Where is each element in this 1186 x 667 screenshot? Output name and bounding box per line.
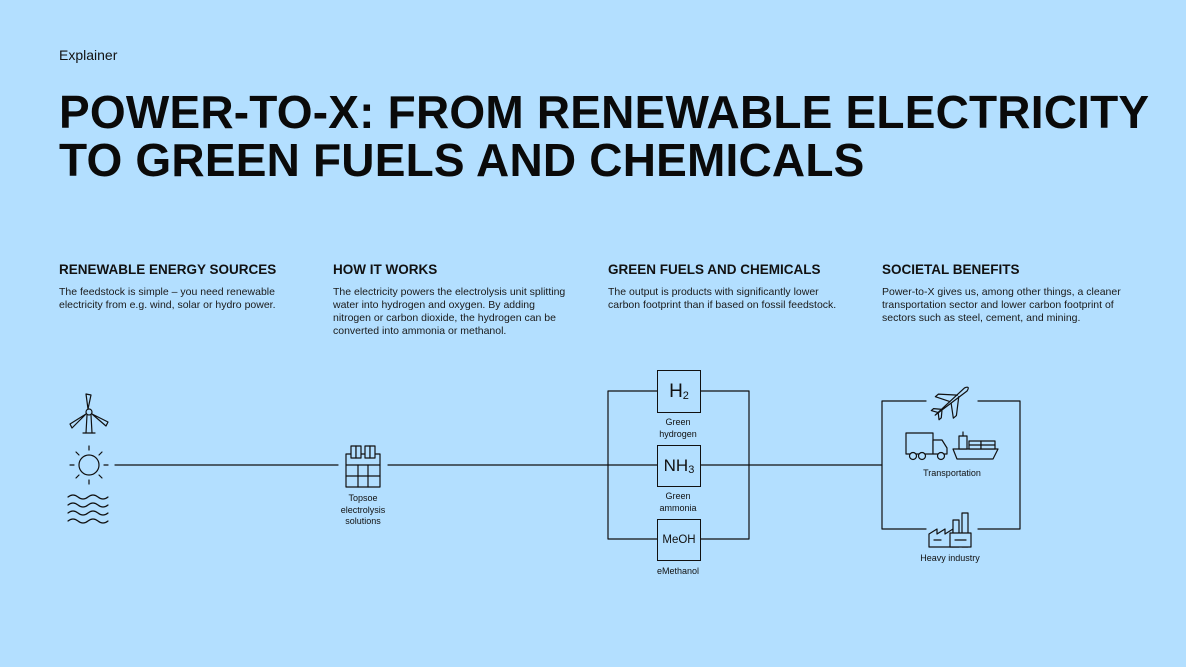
ammonia-symbol: NH [663,456,689,475]
transportation-label: Transportation [923,468,981,478]
page-title-line-2: TO GREEN FUELS AND CHEMICALS [59,134,865,186]
hydrogen-label: Green hydrogen [659,417,697,439]
column-body: The feedstock is simple – you need renew… [59,286,276,311]
hydrogen-symbol: H [669,380,683,402]
industry-plant-icon [928,512,972,548]
sun-icon [69,445,109,485]
hydrogen-subscript: 2 [682,389,689,402]
column-body: Power-to-X gives us, among other things,… [882,286,1121,324]
water-waves-icon [67,494,109,524]
column-body: The output is products with significantl… [608,286,837,311]
methanol-label: eMethanol [656,566,700,576]
electrolysis-label: Topsoe electrolysis solutions [340,493,386,526]
page-title-line-1: POWER-TO-X: FROM RENEWABLE ELECTRICITY [59,86,1150,138]
column-heading: RENEWABLE ENERGY SOURCES [59,262,277,277]
eyebrow-label: Explainer [59,47,118,63]
column-how-it-works: HOW IT WORKS The electricity powers the … [333,262,573,338]
column-green-fuels: GREEN FUELS AND CHEMICALS The output is … [608,262,848,312]
airplane-icon [930,386,969,421]
page-title: POWER-TO-X: FROM RENEWABLE ELECTRICITY T… [59,88,1149,184]
wind-turbine-icon [69,393,109,434]
column-heading: GREEN FUELS AND CHEMICALS [608,262,821,277]
ship-icon [952,431,999,460]
factory-icon [345,445,381,488]
truck-icon [905,432,948,461]
column-body: The electricity powers the electrolysis … [333,286,566,337]
methanol-symbol: MeOH [662,534,696,546]
heavy-industry-label: Heavy industry [920,553,980,563]
column-societal-benefits: SOCIETAL BENEFITS Power-to-X gives us, a… [882,262,1122,325]
column-heading: SOCIETAL BENEFITS [882,262,1020,277]
ammonia-label: Green ammonia [659,491,697,513]
methanol-box: MeOH [657,519,701,561]
ammonia-subscript: 3 [688,464,695,476]
column-heading: HOW IT WORKS [333,262,438,277]
connector-lines [114,390,1021,540]
column-renewable-sources: RENEWABLE ENERGY SOURCES The feedstock i… [59,262,299,312]
